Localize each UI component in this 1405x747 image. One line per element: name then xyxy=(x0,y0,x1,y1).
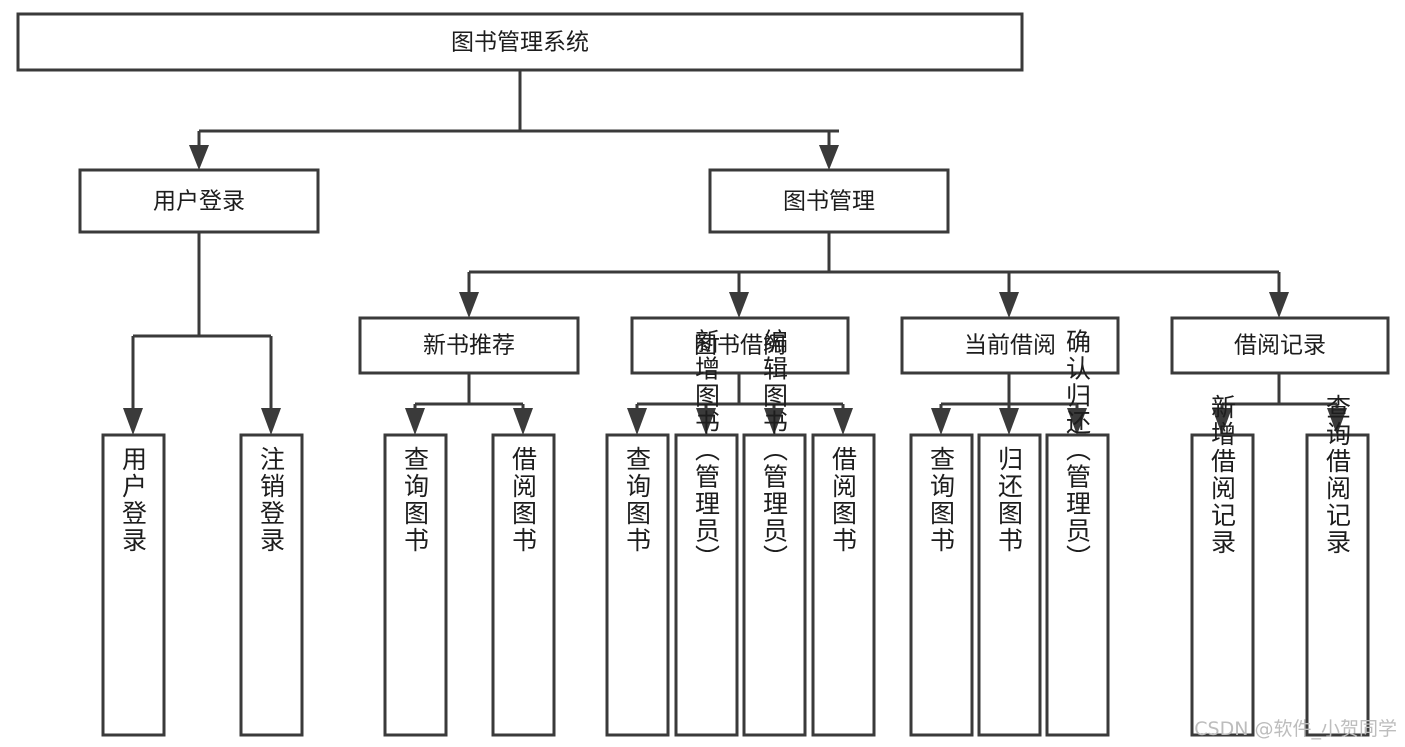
edge-book-mgmt-branch xyxy=(459,232,1289,318)
node-book-borrow-label: 图书借阅 xyxy=(694,333,786,359)
leaf-user-login-logout[interactable]: 注销登录 xyxy=(239,433,304,737)
leaf-current-confirm-return-label: 确认归还（管理员） xyxy=(1063,329,1092,572)
leaf-record-add-label: 新增借阅记录 xyxy=(1208,394,1237,556)
leaf-current-query-book-label: 查询图书 xyxy=(927,446,956,554)
leaf-borrow-borrow-book[interactable]: 借阅图书 xyxy=(811,433,876,737)
leaf-current-return-book-label: 归还图书 xyxy=(995,446,1024,554)
edge-book-borrow-branch xyxy=(627,373,853,435)
leaf-borrow-add-book-label: 新增图书（管理员） xyxy=(692,329,721,572)
node-current-borrow[interactable]: 当前借阅 xyxy=(900,316,1120,375)
leaf-new-book-query[interactable]: 查询图书 xyxy=(383,433,448,737)
node-borrow-record-label: 借阅记录 xyxy=(1234,333,1326,359)
node-new-book-recommend[interactable]: 新书推荐 xyxy=(358,316,580,375)
node-root[interactable]: 图书管理系统 xyxy=(16,12,1024,72)
node-borrow-record[interactable]: 借阅记录 xyxy=(1170,316,1390,375)
leaf-record-query[interactable]: 查询借阅记录 xyxy=(1305,394,1370,737)
leaf-user-login-login-label: 用户登录 xyxy=(119,446,148,554)
node-book-borrow[interactable]: 图书借阅 xyxy=(630,316,850,375)
leaf-borrow-add-book[interactable]: 新增图书（管理员） xyxy=(674,329,739,737)
leaf-user-login-login[interactable]: 用户登录 xyxy=(101,433,166,737)
leaf-new-book-query-label: 查询图书 xyxy=(401,446,430,554)
leaf-user-login-logout-label: 注销登录 xyxy=(257,446,286,554)
leaf-borrow-edit-book[interactable]: 编辑图书（管理员） xyxy=(742,329,807,737)
leaf-borrow-query-book-label: 查询图书 xyxy=(623,446,652,554)
edge-current-borrow-branch xyxy=(931,373,1087,435)
node-current-borrow-label: 当前借阅 xyxy=(964,333,1056,359)
node-new-book-recommend-label: 新书推荐 xyxy=(423,333,515,359)
edge-user-login-branch xyxy=(123,232,281,435)
node-book-management[interactable]: 图书管理 xyxy=(708,168,950,234)
node-user-login[interactable]: 用户登录 xyxy=(78,168,320,234)
leaf-new-book-borrow[interactable]: 借阅图书 xyxy=(491,433,556,737)
node-user-login-label: 用户登录 xyxy=(153,189,245,215)
node-root-label: 图书管理系统 xyxy=(451,30,589,56)
leaf-current-confirm-return[interactable]: 确认归还（管理员） xyxy=(1045,329,1110,737)
leaf-record-add[interactable]: 新增借阅记录 xyxy=(1190,394,1255,737)
leaf-borrow-edit-book-label: 编辑图书（管理员） xyxy=(760,329,789,572)
edge-root-trunk xyxy=(189,70,839,170)
edge-borrow-record-branch xyxy=(1212,373,1347,435)
edge-new-book-branch xyxy=(405,373,533,435)
node-book-management-label: 图书管理 xyxy=(783,189,875,215)
leaf-new-book-borrow-label: 借阅图书 xyxy=(509,446,538,554)
leaf-current-return-book[interactable]: 归还图书 xyxy=(977,433,1042,737)
leaf-record-query-label: 查询借阅记录 xyxy=(1323,394,1352,556)
leaf-current-query-book[interactable]: 查询图书 xyxy=(909,433,974,737)
leaf-borrow-query-book[interactable]: 查询图书 xyxy=(605,433,670,737)
leaf-borrow-borrow-book-label: 借阅图书 xyxy=(829,446,858,554)
